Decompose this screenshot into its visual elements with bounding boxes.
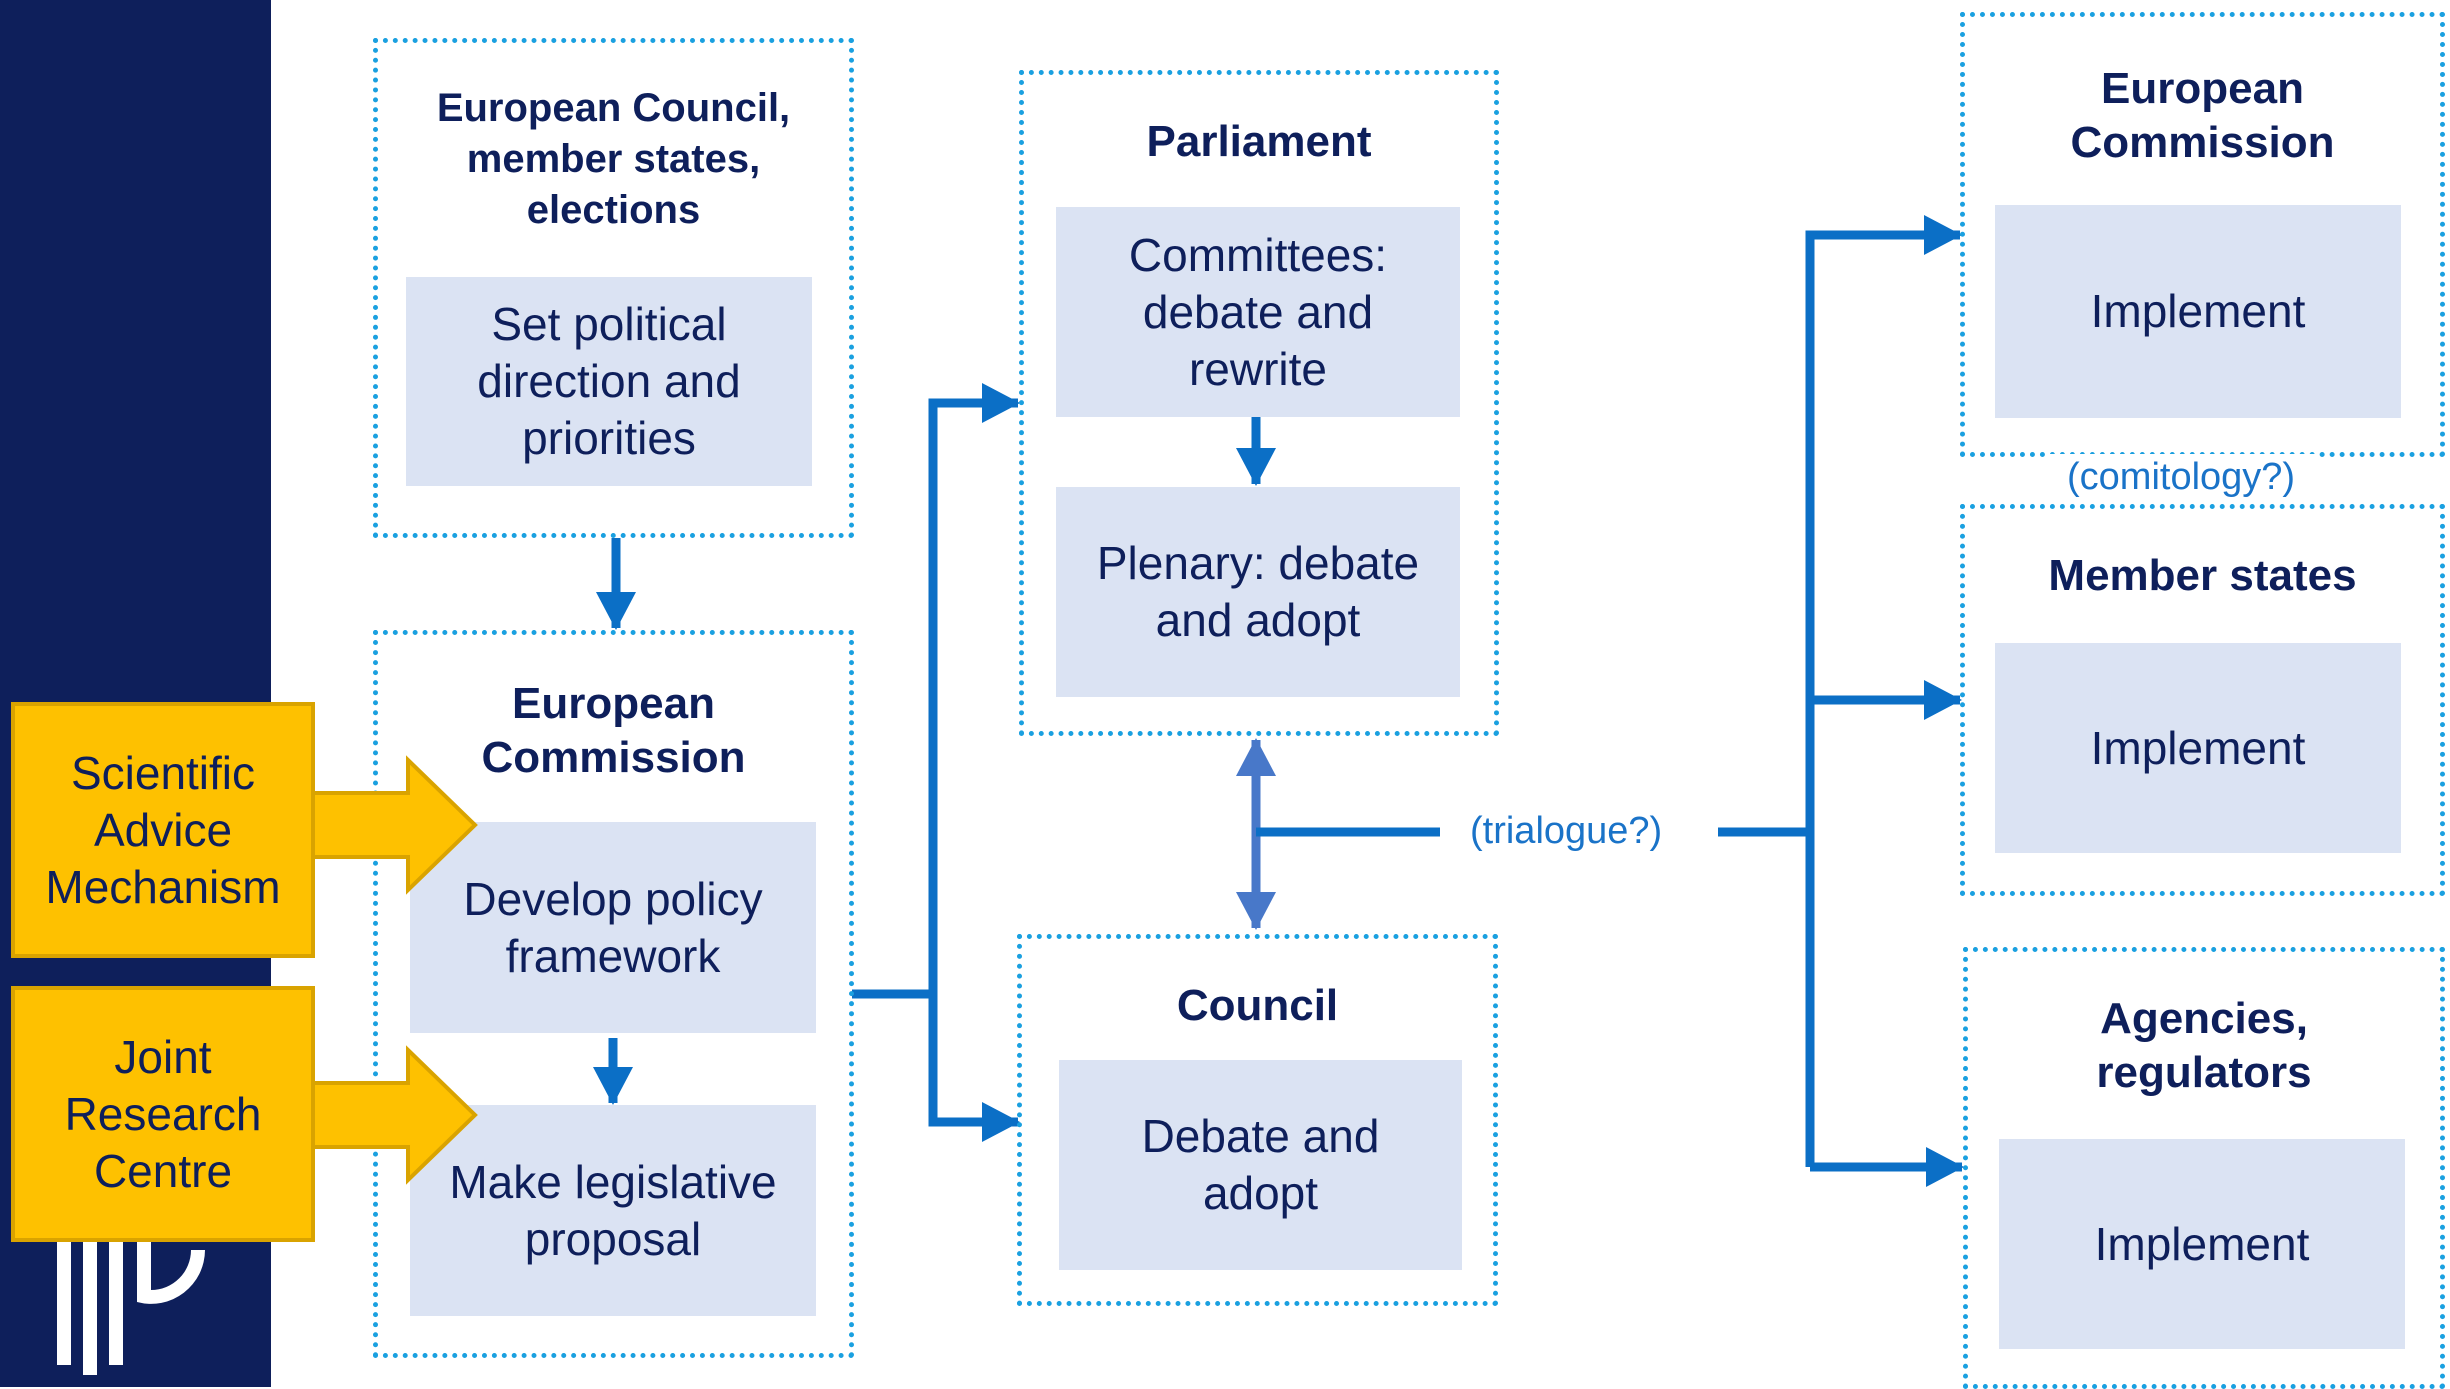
member-states-group: Member states <box>1960 504 2445 896</box>
develop-policy-box: Develop policy framework <box>410 822 816 1033</box>
member-states-title: Member states <box>2048 551 2357 600</box>
arrow-to-council <box>928 994 1020 1142</box>
plenary-box: Plenary: debate and adopt <box>1056 487 1460 697</box>
legislative-proposal-box: Make legislative proposal <box>410 1105 816 1316</box>
agenda-task-box: Set political direction and priorities <box>406 277 812 486</box>
joint-research-box: Joint Research Centre <box>11 986 315 1242</box>
member-states-box: Implement <box>1995 643 2401 853</box>
jrc-arrow-icon <box>308 1045 478 1185</box>
committees-box: Committees: debate and rewrite <box>1056 207 1460 417</box>
ec-implement-box: Implement <box>1995 205 2401 418</box>
ec-implement-title: European Commission <box>2070 64 2335 167</box>
ec-implement-group: European Commission <box>1960 12 2445 457</box>
council-group: Council <box>1017 934 1498 1306</box>
commission-title: European Commission <box>481 679 746 782</box>
comitology-label: (comitology?) <box>2045 454 2318 500</box>
parliament-group: Parliament <box>1019 70 1499 736</box>
sam-arrow-icon <box>308 755 478 895</box>
agencies-box: Implement <box>1999 1139 2405 1349</box>
arrow-commission-branch <box>852 383 1020 999</box>
commission-group: European Commission <box>373 630 854 1358</box>
agenda-title: European Council, member states, electio… <box>436 86 791 232</box>
logo-icon <box>57 1215 205 1375</box>
council-title: Council <box>1176 981 1339 1030</box>
council-task-box: Debate and adopt <box>1059 1060 1462 1270</box>
scientific-advice-box: Scientific Advice Mechanism <box>11 702 315 958</box>
trilogue-label: (trialogue?) <box>1470 808 1663 854</box>
agenda-group: European Council, member states, electio… <box>373 38 854 538</box>
agencies-title: Agencies, regulators <box>2096 994 2312 1097</box>
parliament-title: Parliament <box>1146 117 1372 166</box>
arrow-to-ec-implement <box>1805 215 1962 1167</box>
